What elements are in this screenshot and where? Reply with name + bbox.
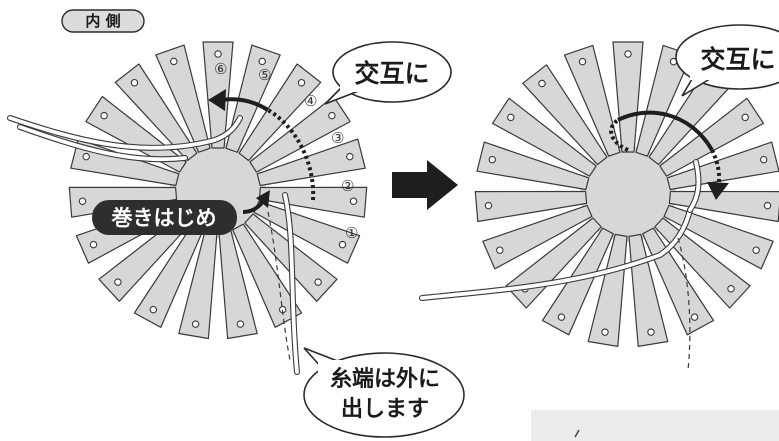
wheel-petal xyxy=(232,223,303,328)
wheel-petal xyxy=(563,44,621,157)
petal-hole xyxy=(346,152,354,161)
alternate-label-left: 交互に xyxy=(354,59,429,88)
left-arrow-head xyxy=(208,89,226,111)
wheel-petal xyxy=(85,95,187,173)
petal-hole xyxy=(297,78,306,87)
wheel-petal xyxy=(635,44,693,157)
yarn-end-line2: 出します xyxy=(341,397,429,422)
wheel-petal xyxy=(541,227,614,336)
wheel-petal xyxy=(238,63,322,162)
petal-hole xyxy=(763,201,772,210)
petal-hole xyxy=(484,201,493,210)
petal-hole xyxy=(690,313,699,321)
wheel-petal xyxy=(663,204,774,270)
petal-hole xyxy=(338,240,347,249)
number-3: ③ xyxy=(331,129,344,147)
wheel-petal xyxy=(482,204,593,270)
yarn-back-right xyxy=(677,237,691,371)
petal-hole xyxy=(759,155,768,164)
alternate-bubble-right: 交互に xyxy=(675,24,779,97)
wheel-petal xyxy=(225,44,281,153)
petal-hole xyxy=(89,240,98,249)
inside-badge: 内 側 xyxy=(61,9,145,33)
petal-hole xyxy=(578,57,587,66)
left-cardboard-wheel xyxy=(68,41,368,340)
petal-hole xyxy=(624,50,632,58)
petal-hole xyxy=(647,328,655,336)
petal-hole xyxy=(752,246,760,254)
start-arrow-head xyxy=(256,190,270,208)
petal-hole xyxy=(741,113,749,122)
petal-hole xyxy=(170,57,178,66)
yarn-lines xyxy=(7,115,702,375)
petal-hole xyxy=(214,50,222,58)
petal-hole xyxy=(507,113,515,122)
wheel-petal xyxy=(587,233,628,347)
wheel-petal xyxy=(522,64,608,166)
wheel-petal xyxy=(256,138,366,187)
number-2: ② xyxy=(341,177,354,195)
number-4: ④ xyxy=(304,92,317,110)
yarn-end-bubble: 糸端は外に 出します xyxy=(303,347,465,438)
petal-hole xyxy=(236,320,245,328)
petal-hole xyxy=(488,155,497,164)
petal-hole xyxy=(258,57,266,66)
wheel-petal xyxy=(659,97,765,177)
petal-hole xyxy=(328,111,336,120)
right-arc-dotted-start xyxy=(609,118,629,152)
petal-hole xyxy=(191,320,200,328)
caption-panel-mark xyxy=(574,429,580,438)
petal-hole xyxy=(130,78,139,87)
start-label: 巻きはじめ xyxy=(111,206,217,230)
wheel-petal xyxy=(491,97,597,177)
wheel-petal xyxy=(114,63,198,162)
left-arc-arrow xyxy=(221,97,270,112)
petal-hole xyxy=(727,285,735,293)
petal-hole xyxy=(82,152,90,161)
petal-numbers: ① ② ③ ④ ⑤ ⑥ xyxy=(214,60,358,242)
wheel-petal xyxy=(666,141,779,191)
alternate-bubble-left: 交互に xyxy=(324,41,452,105)
petal-hole xyxy=(114,278,122,286)
number-6: ⑥ xyxy=(214,60,227,78)
number-1: ① xyxy=(345,224,358,242)
petal-hole xyxy=(314,278,322,286)
right-arc-arrow xyxy=(617,110,714,152)
petal-hole xyxy=(496,246,504,254)
wheel-hub xyxy=(580,146,676,242)
petal-hole xyxy=(538,79,546,88)
wheel-petal xyxy=(612,41,644,153)
right-arrow-head xyxy=(707,182,729,200)
alternate-label-right: 交互に xyxy=(700,45,775,74)
petal-hole xyxy=(78,197,87,205)
inside-label: 内 側 xyxy=(85,12,120,30)
number-5: ⑤ xyxy=(258,66,271,84)
petal-hole xyxy=(601,328,609,336)
petal-hole xyxy=(149,305,158,314)
caption-panel xyxy=(531,410,779,441)
wheel-petal xyxy=(474,190,588,223)
petal-hole xyxy=(557,313,566,321)
petal-hole xyxy=(349,197,358,205)
wheel-petal xyxy=(476,141,590,191)
next-step-arrow xyxy=(392,160,458,210)
yarn-end-line1: 糸端は外に xyxy=(330,366,440,392)
petal-hole xyxy=(100,111,108,120)
wheel-petal xyxy=(155,44,211,153)
start-badge: 巻きはじめ xyxy=(92,200,237,235)
